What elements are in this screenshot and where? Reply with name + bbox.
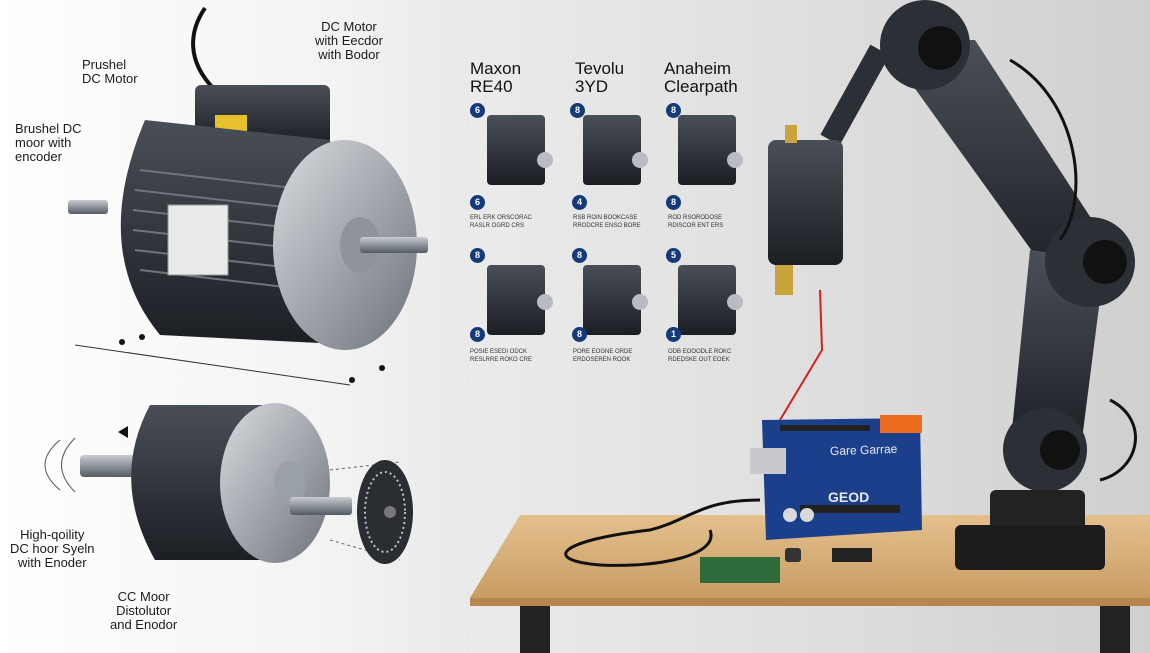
motor-caption: PORE EOGNE ORDE ERDOSEREN ROOK — [573, 349, 633, 363]
column-header-tevolu: Tevolu 3YD — [575, 59, 625, 96]
arduino-logo-text: GEOD — [828, 489, 870, 505]
badge-number: 6 — [470, 195, 485, 210]
label-high-quality-system: High-qoility DC hoor Syeln with Enoder — [10, 527, 95, 570]
small-board — [700, 557, 780, 583]
label-brushed-dc-motor: Prushel DC Motor — [82, 57, 138, 86]
motor-caption: ERL ERK ORSCORAC RASLR OGRD CRS — [470, 215, 532, 229]
badge-number: 8 — [470, 327, 485, 342]
label-dc-motor-with-encoder: DC Motor with Eecdor with Bodor — [315, 19, 383, 62]
large-motor — [68, 6, 428, 386]
lower-front-shaft — [290, 497, 352, 515]
badge-number: 8 — [666, 195, 681, 210]
badge-number: 8 — [666, 103, 681, 118]
badge-number: 6 — [470, 103, 485, 118]
motor-caption: ODB EOOODLE ROKC RDEDSKE OUT EOEK — [668, 349, 732, 363]
rear-shaft — [68, 200, 108, 214]
motor-caption: POSIE ESEDI ODCK RESLRRE ROKO CRE — [470, 349, 533, 363]
motor-caption: RSB ROIN BOOKCASE RRODCRE ENSO BORE — [573, 215, 641, 229]
badge-number: 8 — [570, 103, 585, 118]
motor-grid — [487, 115, 743, 335]
badge-number: 1 — [666, 327, 681, 342]
dimension-line — [74, 344, 351, 386]
motor-cable — [191, 6, 217, 92]
column-header-anaheim: Anaheim Clearpath — [664, 59, 738, 96]
lower-motor — [44, 403, 413, 564]
badge-number: 4 — [572, 195, 587, 210]
badge-number: 8 — [470, 248, 485, 263]
arduino-board — [564, 415, 922, 583]
robot-arm — [768, 0, 1137, 570]
badge-number: 8 — [572, 248, 587, 263]
badge-number: 5 — [666, 248, 681, 263]
label-cc-motor-distributor: CC Moor Distolutor and Enodor — [110, 589, 178, 632]
motor-caption: ROD RSORODOSE RDISCOR ENT ERS — [668, 215, 724, 229]
column-header-maxon: Maxon RE40 — [470, 59, 522, 96]
label-brushed-dc-with-encoder: Brushel DC moor with encoder — [15, 121, 82, 164]
arduino-board-text: Gare Garrae — [829, 441, 898, 459]
badge-number: 8 — [572, 327, 587, 342]
nameplate — [167, 204, 229, 276]
gripper — [768, 140, 843, 265]
front-shaft — [360, 237, 428, 253]
